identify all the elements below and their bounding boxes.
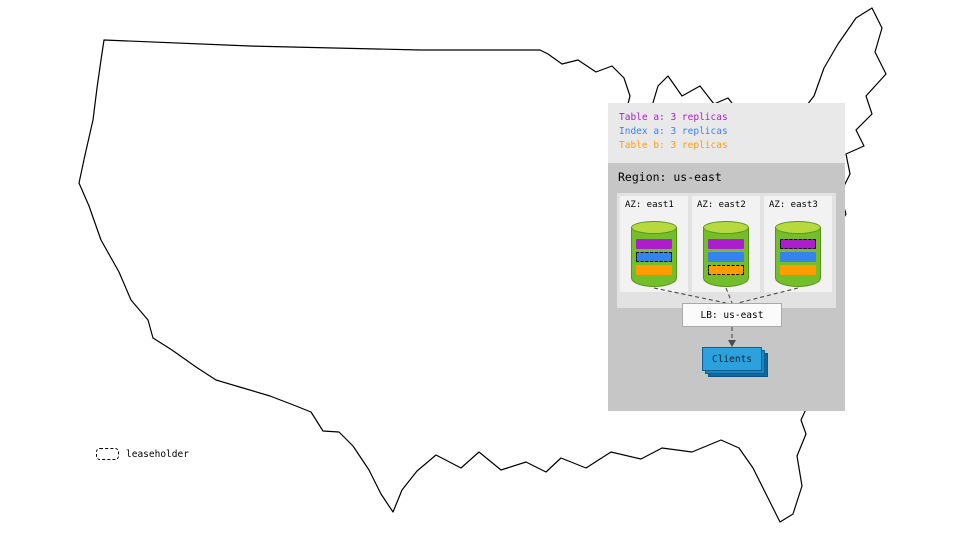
database-cylinder — [703, 221, 749, 287]
clients-stack: Clients — [702, 347, 768, 377]
load-balancer-box: LB: us-east — [682, 303, 782, 327]
region-title: Region: us-east — [618, 170, 722, 184]
connector-lines — [653, 287, 799, 347]
region-box: Region: us-east AZ: east1 AZ: east2 — [608, 163, 845, 411]
legend-item-table-a: Table a: 3 replicas — [619, 112, 728, 123]
az-box-east2: AZ: east2 — [692, 196, 760, 292]
az-box-east3: AZ: east3 — [764, 196, 832, 292]
az-label: AZ: east2 — [697, 200, 746, 210]
leaseholder-swatch — [96, 448, 119, 460]
leaseholder-legend: leaseholder — [96, 448, 189, 460]
replica-bar-table-b — [708, 265, 744, 275]
leaseholder-label: leaseholder — [126, 448, 189, 460]
replica-bar-table-a — [708, 239, 744, 249]
clients-label: Clients — [711, 353, 753, 365]
replica-legend: Table a: 3 replicas Index a: 3 replicas … — [619, 111, 728, 153]
replica-bar-index-a — [636, 252, 672, 262]
database-cylinder — [631, 221, 677, 287]
legend-item-table-b: Table b: 3 replicas — [619, 140, 728, 151]
az-label: AZ: east1 — [625, 200, 674, 210]
az-box-east1: AZ: east1 — [620, 196, 688, 292]
az-label: AZ: east3 — [769, 200, 818, 210]
database-cylinder — [775, 221, 821, 287]
load-balancer-label: LB: us-east — [700, 309, 764, 321]
clients-box: Clients — [702, 347, 762, 371]
cylinder-top — [703, 221, 749, 234]
topology-panel: Table a: 3 replicas Index a: 3 replicas … — [608, 103, 845, 411]
replica-bar-table-b — [780, 265, 816, 275]
replica-bar-index-a — [780, 252, 816, 262]
legend-item-index-a: Index a: 3 replicas — [619, 126, 728, 137]
replica-bar-table-a — [636, 239, 672, 249]
replica-bar-index-a — [708, 252, 744, 262]
cylinder-top — [631, 221, 677, 234]
arrowhead — [728, 340, 736, 347]
cylinder-top — [775, 221, 821, 234]
us-map-path — [78, 7, 887, 523]
replica-bar-table-b — [636, 265, 672, 275]
replica-bar-table-a — [780, 239, 816, 249]
